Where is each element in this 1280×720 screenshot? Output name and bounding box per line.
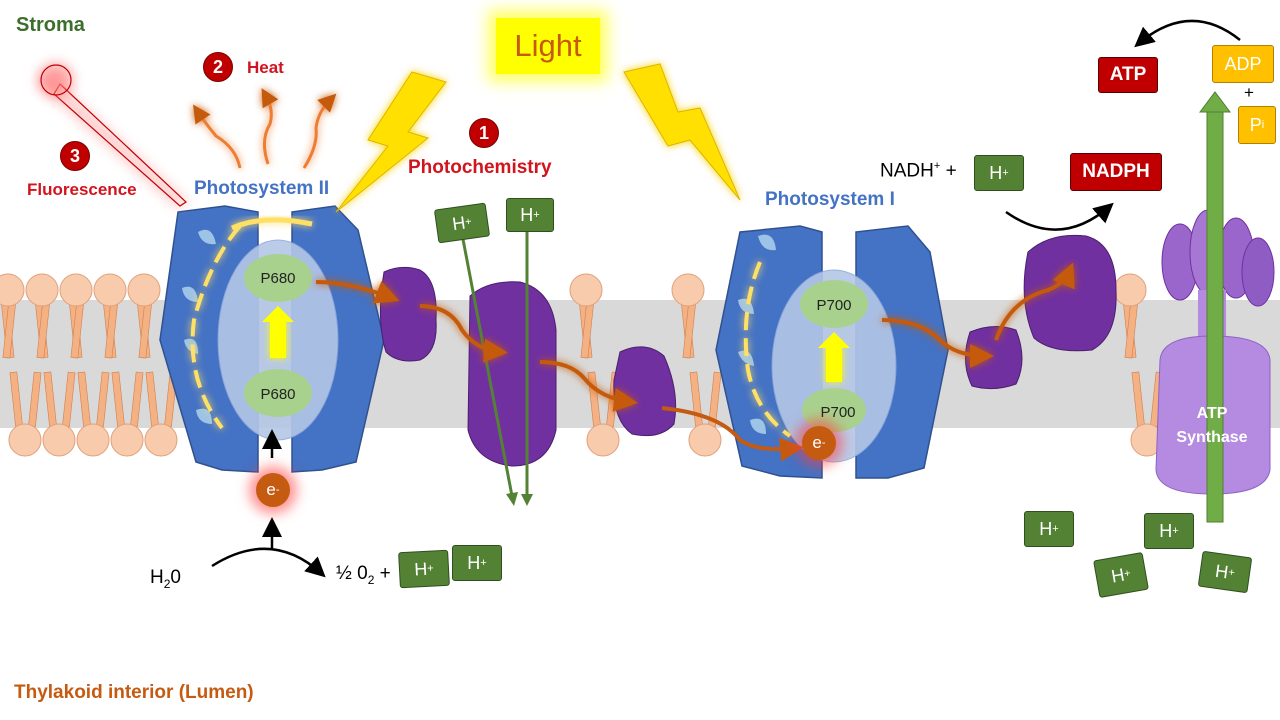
photosystem-i-complex — [715, 225, 949, 479]
plastocyanin-complex — [613, 346, 677, 437]
p680-upper-label: P680 — [260, 269, 296, 287]
stroma-label: Stroma — [16, 14, 85, 36]
lipid-head — [569, 273, 603, 307]
lipid-head — [76, 423, 110, 457]
p700-upper-label: P700 — [816, 296, 852, 314]
electron-psi: e- — [802, 426, 836, 460]
lipid-head — [59, 273, 93, 307]
electron-psii: e- — [256, 473, 290, 507]
lipid-head — [25, 273, 59, 307]
lumen-label: Thylakoid interior (Lumen) — [14, 682, 254, 703]
adp-box: ADP — [1212, 45, 1274, 83]
light-label-box: Light — [496, 18, 600, 74]
nadph-arrow — [1005, 202, 1114, 231]
proton-lumen-water-2: H+ — [452, 545, 502, 581]
atp-product-box: ATP — [1098, 57, 1158, 93]
heat-label: Heat — [247, 58, 284, 77]
lipid-head — [0, 273, 25, 307]
atp-formation-arrow — [1134, 19, 1241, 48]
plastocyanin-to-psi-arrow — [661, 406, 804, 462]
lipid-head — [42, 423, 76, 457]
p680-lower-label: P680 — [260, 385, 296, 403]
water-split-arrows — [211, 429, 326, 578]
photosystem-i-label: Photosystem I — [765, 189, 895, 210]
photochemistry-number-badge: 1 — [469, 118, 499, 148]
water-label: H20 — [150, 567, 181, 591]
proton-lumen-water-1: H+ — [398, 549, 450, 589]
lightning-bolt-icon — [335, 71, 447, 213]
lipid-head — [671, 273, 705, 307]
lipid-head — [8, 423, 42, 457]
fnr-complex — [1023, 234, 1117, 352]
fluorescence-label: Fluorescence — [27, 180, 137, 199]
heat-arrows — [193, 88, 337, 169]
lightning-bolt-icon — [623, 63, 741, 201]
ferredoxin-complex — [965, 326, 1023, 390]
plastoquinone-complex — [379, 266, 437, 362]
adp-plus-sign: + — [1244, 83, 1254, 102]
lipid-heads — [0, 273, 1164, 457]
fluorescence-beam — [38, 63, 188, 208]
fluorescence-number-badge: 3 — [60, 141, 90, 171]
p700-lower-label: P700 — [820, 403, 856, 421]
lipid-head — [1113, 273, 1147, 307]
light-label: Light — [514, 28, 582, 63]
proton-stroma-2: H+ — [506, 198, 554, 232]
lipid-head — [586, 423, 620, 457]
proton-lumen-4: H+ — [1197, 550, 1253, 594]
cytochrome-b6f-complex — [467, 281, 557, 467]
electron-flow-arrows — [315, 262, 1075, 412]
proton-stroma-1: H+ — [433, 202, 491, 244]
oxygen-label: ½ 02 + — [336, 563, 391, 587]
nadph-product-box: NADPH — [1070, 153, 1162, 191]
heat-number-badge: 2 — [203, 52, 233, 82]
lipid-tails — [1, 303, 1164, 427]
atp-synthase-flow-arrow — [1199, 91, 1231, 523]
lipid-head — [110, 423, 144, 457]
photosystem-ii-complex — [159, 205, 385, 473]
lipid-head — [688, 423, 722, 457]
lipid-head — [127, 273, 161, 307]
proton-channel-arrows — [460, 228, 533, 506]
lipid-head — [144, 423, 178, 457]
photochemistry-label: Photochemistry — [408, 157, 552, 178]
proton-lumen-2: H+ — [1144, 513, 1194, 549]
proton-lumen-1: H+ — [1024, 511, 1074, 547]
proton-nadph: H+ — [974, 155, 1024, 191]
photosystem-ii-label: Photosystem II — [194, 178, 330, 199]
lipid-head — [93, 273, 127, 307]
nadh-reactant-label: NADH+ + — [880, 160, 957, 182]
